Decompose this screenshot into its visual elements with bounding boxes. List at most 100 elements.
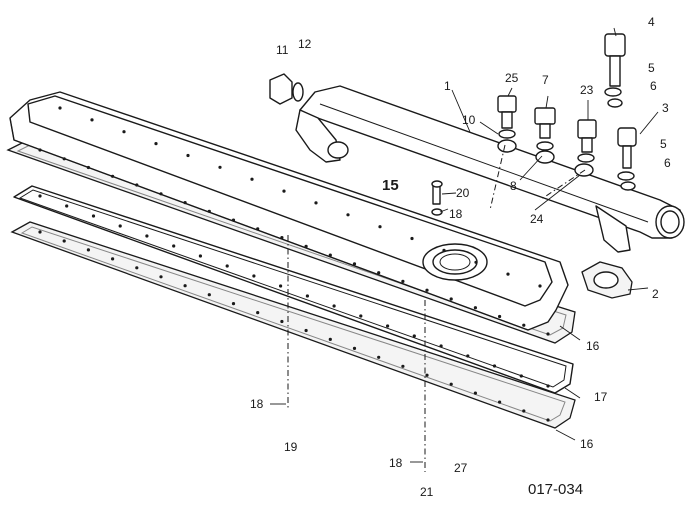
bolt-hole <box>522 409 526 413</box>
bolt-hole <box>256 227 260 231</box>
bolt-hole <box>91 214 96 218</box>
bolt-hole <box>172 244 176 248</box>
bolt-hole <box>401 279 405 283</box>
callout-3: 3 <box>662 101 669 115</box>
callout-25: 25 <box>505 71 519 85</box>
bolt-hole <box>135 183 139 187</box>
bolt-hole <box>38 148 42 152</box>
bolt-hole <box>280 236 284 240</box>
bolt-hole <box>519 374 523 378</box>
callout-17: 17 <box>594 390 608 404</box>
callout-27: 27 <box>454 461 468 475</box>
gasket-lower <box>10 221 576 429</box>
bolt-hole <box>279 284 283 288</box>
callout-21: 21 <box>420 485 434 499</box>
bolt-hole <box>466 354 470 358</box>
bolt-hole <box>250 177 254 181</box>
bolt-hole <box>145 234 149 238</box>
bolt-hole <box>207 293 211 297</box>
bolt-hole <box>231 302 236 306</box>
callout-6b: 6 <box>664 156 671 170</box>
bolt-hole <box>111 257 115 261</box>
bolt-hole <box>62 239 66 243</box>
bolt-hole <box>305 294 309 298</box>
callout-18a: 18 <box>449 207 463 221</box>
callout-18c: 18 <box>389 456 403 470</box>
bolt-hole <box>439 344 443 348</box>
bolt-hole <box>506 272 510 276</box>
stud-23 <box>574 119 597 177</box>
stud-25 <box>497 95 517 153</box>
callout-7: 7 <box>542 73 549 87</box>
callout-20: 20 <box>456 186 470 200</box>
callout-8: 8 <box>510 179 517 193</box>
bolt-hole <box>538 284 542 288</box>
bolt-hole <box>38 230 42 234</box>
bolt-hole <box>474 260 478 264</box>
bolt-hole <box>546 418 550 422</box>
bolt-hole <box>58 106 62 110</box>
bolt-hole <box>90 118 94 122</box>
bolt-hole <box>442 248 446 252</box>
bolt-hole <box>425 288 429 292</box>
callout-5a: 5 <box>648 61 655 75</box>
bolt-hole <box>412 334 416 338</box>
callout-4: 4 <box>648 15 655 29</box>
bolt-hole <box>256 311 260 315</box>
bolt-hole <box>198 254 202 258</box>
stud-7 <box>534 107 556 164</box>
bolt-hole <box>498 400 502 404</box>
callout-labels: 1 2 3 4 5 5 6 6 7 8 10 11 12 15 16 16 17… <box>250 15 671 499</box>
bolt-hole <box>546 384 550 388</box>
callout-11: 11 <box>276 43 289 57</box>
bolt-hole <box>135 266 139 270</box>
manifold <box>295 85 685 253</box>
plug <box>269 73 304 105</box>
stud-20 <box>431 180 443 216</box>
bolt-3 <box>617 127 637 191</box>
bolt-hole <box>352 346 357 350</box>
bolt-hole <box>401 364 405 368</box>
bolt-hole <box>231 218 236 222</box>
bolt-hole <box>346 213 350 217</box>
bolt-hole <box>38 194 42 198</box>
bolt-hole <box>359 314 363 318</box>
bolt-hole <box>314 201 318 205</box>
bolt-hole <box>473 306 477 310</box>
bolt-hole <box>425 373 429 377</box>
bolt-hole <box>65 204 69 208</box>
bolt-hole <box>473 391 477 395</box>
callout-5b: 5 <box>660 137 667 151</box>
bolt-hole <box>498 314 502 319</box>
callout-23: 23 <box>580 83 594 97</box>
bolt-hole <box>378 225 382 229</box>
bolt-hole <box>122 130 126 134</box>
bolt-hole <box>492 364 497 368</box>
bolt-hole <box>546 332 550 336</box>
callout-16b: 16 <box>580 437 594 451</box>
callout-6a: 6 <box>650 79 657 93</box>
valve-cover <box>9 91 569 331</box>
bolt-hole <box>86 248 90 252</box>
bolt-hole <box>522 323 526 327</box>
bolt-hole <box>352 262 357 266</box>
bolt-hole <box>218 165 222 169</box>
figure-code: 017-034 <box>528 481 583 498</box>
bolt-hole <box>86 165 90 170</box>
bolt-hole <box>410 236 414 241</box>
plate-lower <box>13 185 574 394</box>
callout-10: 10 <box>462 113 476 127</box>
bolt-hole <box>183 284 187 288</box>
bolt-hole <box>377 355 381 359</box>
callout-19: 19 <box>284 440 298 454</box>
callout-18b: 18 <box>250 397 264 411</box>
bolt-hole <box>118 224 122 228</box>
bolt-hole <box>282 189 286 193</box>
bolt-4 <box>604 33 626 108</box>
bolt-hole <box>304 244 308 248</box>
bolt-hole <box>332 304 336 308</box>
bolt-hole <box>186 153 190 158</box>
bolt-hole <box>449 382 453 386</box>
leader-lines <box>270 27 659 463</box>
bolt-hole <box>328 337 332 341</box>
